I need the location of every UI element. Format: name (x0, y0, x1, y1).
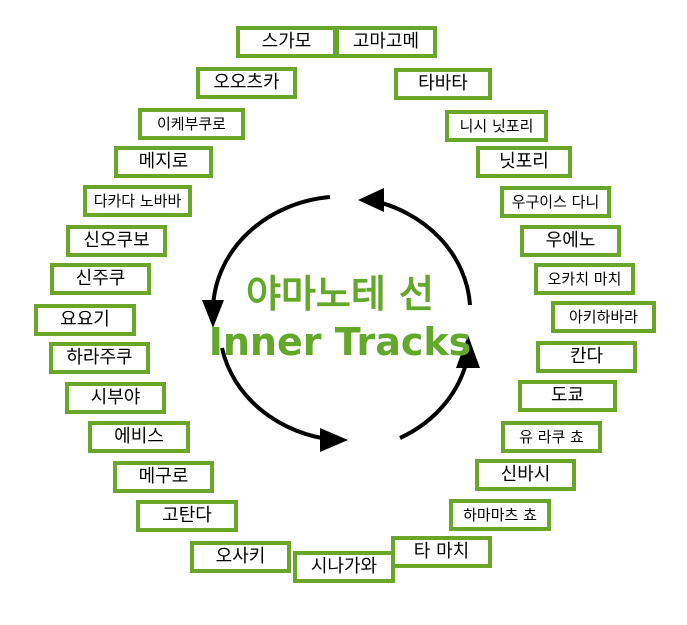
station-shin-okubo: 신오쿠보 (66, 225, 167, 257)
station-tabata: 타바타 (394, 68, 492, 100)
station-hamamatsucho: 하마마츠 쵸 (449, 499, 551, 531)
station-meguro: 메구로 (113, 461, 214, 493)
station-otsuka: 오오츠카 (196, 67, 297, 99)
title-line-english: Inner Tracks (208, 320, 472, 364)
station-mejiro: 메지로 (114, 146, 213, 178)
station-harajuku: 하라주쿠 (49, 342, 150, 374)
station-gotanda: 고탄다 (136, 500, 238, 532)
station-shimbashi: 신바시 (475, 459, 576, 491)
station-uguisudani: 우구이스 다니 (500, 186, 611, 218)
station-tamachi: 타 마치 (391, 536, 492, 568)
arc-arrow-top (369, 198, 472, 306)
station-sugamo: 스가모 (236, 26, 337, 58)
station-shinagawa: 시나가와 (293, 551, 395, 583)
arc-arrow-bottom (220, 347, 336, 442)
arrowhead-left (202, 300, 224, 328)
arrowhead-top (358, 188, 384, 212)
station-okachimachi: 오카치 마치 (534, 263, 635, 295)
station-nippori: 닛포리 (476, 146, 572, 178)
station-takadanobaba: 다카다 노바바 (83, 185, 192, 217)
station-ueno: 우에노 (520, 225, 621, 257)
station-osaki: 오사키 (190, 541, 291, 573)
station-shibuya: 시부야 (65, 382, 166, 414)
station-yoyogi: 요요기 (34, 304, 136, 336)
station-ebisu: 에비스 (88, 421, 190, 453)
arc-arrow-left (211, 195, 331, 311)
diagram-title: 야마노테 선 Inner Tracks (205, 270, 475, 366)
station-akihabara: 아키하바라 (551, 301, 656, 333)
arrowhead-right (456, 335, 480, 368)
station-komagome: 고마고메 (335, 26, 437, 58)
arrowhead-bottom (320, 428, 348, 452)
title-line-korean: 야마노테 선 (245, 272, 435, 316)
station-nishi-nippori: 니시 닛포리 (445, 110, 548, 142)
station-tokyo: 도쿄 (518, 380, 617, 412)
station-yurakucho: 유 라쿠 쵸 (501, 421, 602, 453)
station-ikebukuro: 이케부쿠로 (138, 108, 245, 140)
station-shinjuku: 신주쿠 (50, 263, 151, 295)
station-kanda: 칸다 (536, 341, 637, 373)
